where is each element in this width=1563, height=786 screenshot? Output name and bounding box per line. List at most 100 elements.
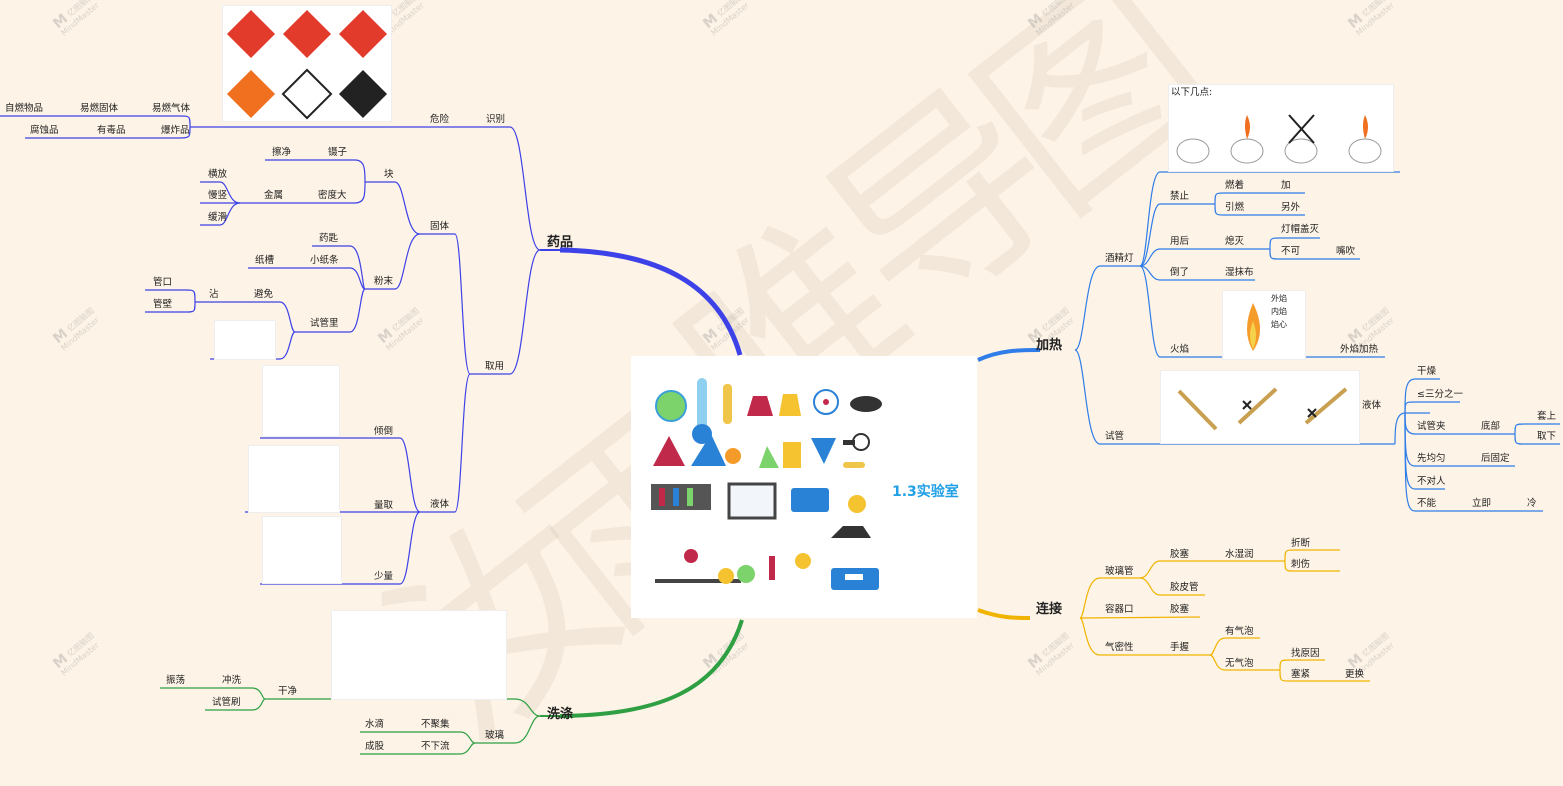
node-avoid[interactable]: 避免 <box>254 289 274 300</box>
node-solid[interactable]: 固体 <box>430 221 450 232</box>
node-container-mouth[interactable]: 容器口 <box>1105 604 1134 615</box>
pour-liquid-image <box>262 365 340 437</box>
node-third[interactable]: ≤三分之一 <box>1417 389 1463 400</box>
node-small[interactable]: 少量 <box>374 571 394 582</box>
node-hazard[interactable]: 有毒品 <box>97 125 126 136</box>
image-caption: 以下几点: <box>1171 87 1213 98</box>
node-after-use[interactable]: 用后 <box>1170 236 1190 247</box>
topic-heat[interactable]: 加热 <box>1036 338 1063 353</box>
node-step[interactable]: 慢竖 <box>208 190 228 201</box>
node-hazard[interactable]: 腐蚀品 <box>30 125 59 136</box>
node-take[interactable]: 取用 <box>485 361 505 372</box>
node-another[interactable]: 另外 <box>1281 202 1301 213</box>
node-hazard[interactable]: 易燃固体 <box>80 103 119 114</box>
node-hazard[interactable]: 易燃气体 <box>152 103 191 114</box>
node-danger[interactable]: 危险 <box>430 114 450 125</box>
node-clamp[interactable]: 试管夹 <box>1417 421 1446 432</box>
node-strip[interactable]: 小纸条 <box>310 255 339 266</box>
node-block[interactable]: 块 <box>384 169 394 180</box>
node-clean[interactable]: 擦净 <box>272 147 292 158</box>
node-not-flow[interactable]: 不下流 <box>421 741 450 752</box>
alcohol-lamp-rules-image: 以下几点: <box>1168 84 1394 172</box>
node-rinse[interactable]: 冲洗 <box>222 675 242 686</box>
node-not-allowed[interactable]: 不可 <box>1281 246 1301 257</box>
node-clean[interactable]: 干净 <box>278 686 298 697</box>
node-inside[interactable]: 试管里 <box>310 318 339 329</box>
topic-drugs[interactable]: 药品 <box>547 235 574 250</box>
node-break[interactable]: 折断 <box>1291 538 1311 549</box>
flame-structure-image: 外焰 内焰 焰心 <box>1222 290 1306 360</box>
node-ignite[interactable]: 引燃 <box>1225 202 1245 213</box>
node-no-bubble[interactable]: 无气泡 <box>1225 658 1254 669</box>
node-metal[interactable]: 金属 <box>264 190 284 201</box>
powder-tube-image <box>214 320 276 360</box>
node-blow[interactable]: 嘴吹 <box>1336 246 1356 257</box>
node-stick[interactable]: 沾 <box>209 289 219 300</box>
node-dry[interactable]: 干燥 <box>1417 366 1437 377</box>
dropper-image <box>262 516 342 584</box>
node-water-drop[interactable]: 水滴 <box>365 719 385 730</box>
node-hazard[interactable]: 爆炸品 <box>161 125 190 136</box>
node-measure[interactable]: 量取 <box>374 500 394 511</box>
flame-part-label: 内焰 <box>1271 307 1287 316</box>
node-not-gather[interactable]: 不聚集 <box>421 719 450 730</box>
node-bubble[interactable]: 有气泡 <box>1225 626 1254 637</box>
node-fix-after[interactable]: 后固定 <box>1481 453 1510 464</box>
node-take-off[interactable]: 取下 <box>1537 431 1557 442</box>
node-stream[interactable]: 成股 <box>365 741 385 752</box>
node-glass[interactable]: 玻璃 <box>485 730 505 741</box>
node-paper[interactable]: 纸槽 <box>255 255 275 266</box>
lab-equipment-icons <box>651 378 882 590</box>
node-pour[interactable]: 倾倒 <box>374 426 394 437</box>
node-add[interactable]: 加 <box>1281 180 1291 191</box>
node-step[interactable]: 横放 <box>208 169 228 180</box>
node-find-reason[interactable]: 找原因 <box>1291 648 1320 659</box>
node-tweezers[interactable]: 镊子 <box>328 147 348 158</box>
node-extinguish[interactable]: 熄灭 <box>1225 236 1245 247</box>
node-shake[interactable]: 振荡 <box>166 675 186 686</box>
node-powder[interactable]: 粉末 <box>374 276 394 287</box>
node-fallen[interactable]: 倒了 <box>1170 267 1190 278</box>
node-tube-liquid[interactable]: 液体 <box>1362 400 1382 411</box>
node-brush[interactable]: 试管刷 <box>212 697 241 708</box>
topic-wash[interactable]: 洗涤 <box>547 707 574 722</box>
node-cap[interactable]: 灯帽盖灭 <box>1281 224 1320 235</box>
node-glass-tube[interactable]: 玻璃管 <box>1105 566 1134 577</box>
node-rubber-plug[interactable]: 胶塞 <box>1170 549 1190 560</box>
node-forbid[interactable]: 禁止 <box>1170 191 1190 202</box>
flame-part-label: 外焰 <box>1271 294 1287 303</box>
node-hose[interactable]: 胶皮管 <box>1170 582 1199 593</box>
node-bottom[interactable]: 底部 <box>1481 421 1501 432</box>
central-topic-image[interactable] <box>631 356 977 618</box>
node-burning[interactable]: 燃着 <box>1225 180 1245 191</box>
node-replace[interactable]: 更换 <box>1345 669 1365 680</box>
node-identify[interactable]: 识别 <box>486 114 506 125</box>
node-spoon[interactable]: 药匙 <box>319 233 339 244</box>
node-airtight[interactable]: 气密性 <box>1105 642 1134 653</box>
node-put-on[interactable]: 套上 <box>1537 411 1557 422</box>
node-cold[interactable]: 冷 <box>1527 498 1537 509</box>
node-hurt[interactable]: 刺伤 <box>1291 559 1311 570</box>
node-plug-tight[interactable]: 塞紧 <box>1291 669 1311 680</box>
node-test-tube[interactable]: 试管 <box>1105 431 1125 442</box>
node-dense[interactable]: 密度大 <box>318 190 347 201</box>
topic-connect[interactable]: 连接 <box>1036 602 1063 617</box>
node-immediately[interactable]: 立即 <box>1472 498 1492 509</box>
node-liquid[interactable]: 液体 <box>430 499 450 510</box>
node-cannot[interactable]: 不能 <box>1417 498 1437 509</box>
node-hazard[interactable]: 自燃物品 <box>5 103 44 114</box>
node-alcohol-lamp[interactable]: 酒精灯 <box>1105 253 1134 264</box>
central-topic-title[interactable]: 1.3实验室 <box>892 484 959 500</box>
node-not-person[interactable]: 不对人 <box>1417 476 1446 487</box>
node-even-first[interactable]: 先均匀 <box>1417 453 1446 464</box>
node-wet-water[interactable]: 水湿润 <box>1225 549 1254 560</box>
node-outer-heat[interactable]: 外焰加热 <box>1340 344 1379 355</box>
node-mouth[interactable]: 管口 <box>153 277 173 288</box>
node-mouth-plug[interactable]: 胶塞 <box>1170 604 1190 615</box>
node-wet-cloth[interactable]: 湿抹布 <box>1225 267 1254 278</box>
node-wall[interactable]: 管壁 <box>153 299 173 310</box>
node-hand-hold[interactable]: 手握 <box>1170 642 1190 653</box>
node-step[interactable]: 缓滑 <box>208 212 228 223</box>
node-flame[interactable]: 火焰 <box>1170 344 1190 355</box>
